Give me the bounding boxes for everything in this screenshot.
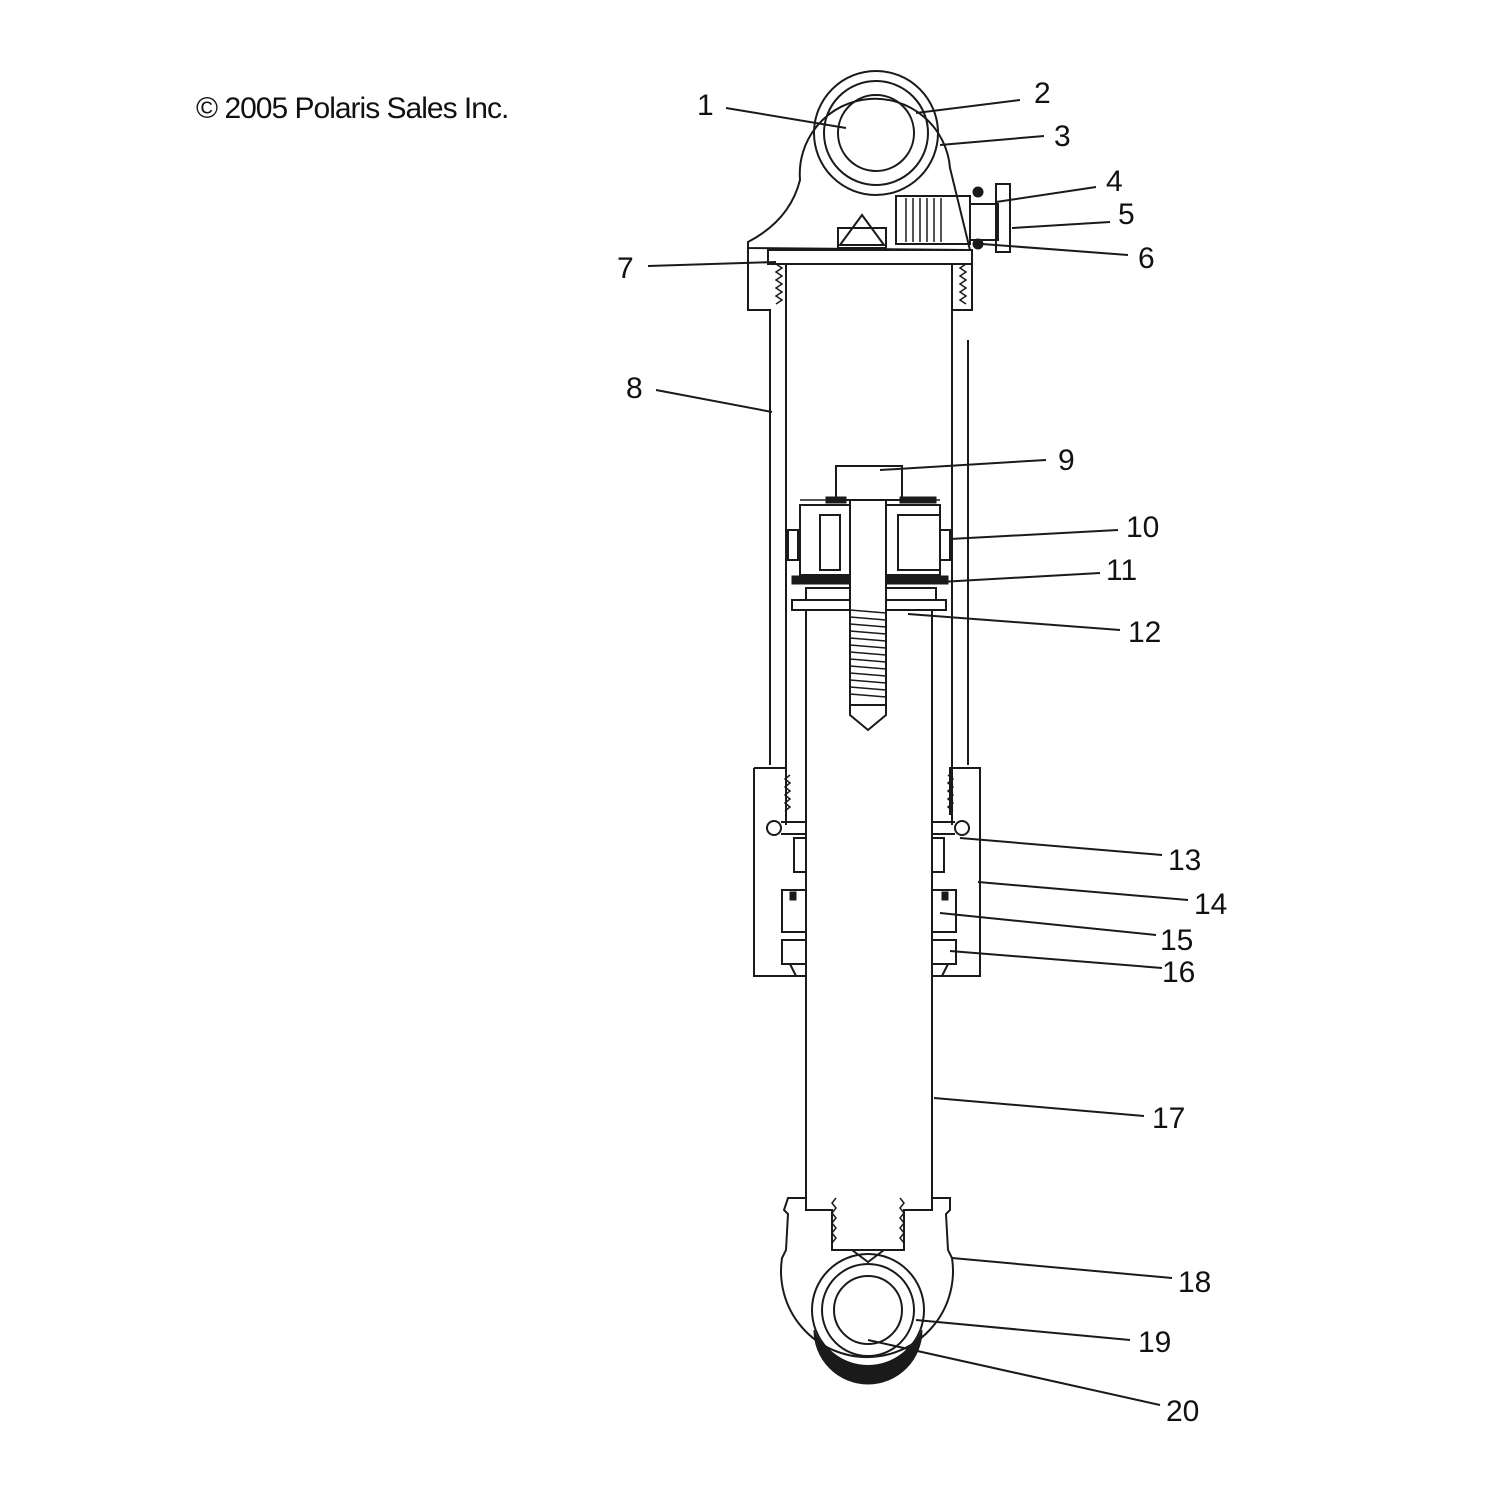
callout-11: 11 <box>1106 554 1137 587</box>
lower-eyelet <box>780 1197 954 1385</box>
callout-18: 18 <box>1178 1266 1211 1299</box>
callout-14: 14 <box>1194 888 1227 921</box>
callout-7: 7 <box>617 252 634 285</box>
callout-15: 15 <box>1160 924 1193 957</box>
piston-rod-bolt <box>849 499 887 732</box>
callout-9: 9 <box>1058 444 1075 477</box>
fill-valve <box>837 183 1011 253</box>
callout-20: 20 <box>1166 1395 1199 1428</box>
callout-5: 5 <box>1118 198 1135 231</box>
leader-lines <box>647 99 1189 1406</box>
callout-8: 8 <box>626 372 643 405</box>
callout-4: 4 <box>1106 165 1123 198</box>
callout-10: 10 <box>1126 511 1159 544</box>
callout-19: 19 <box>1138 1326 1171 1359</box>
callout-13: 13 <box>1168 844 1201 877</box>
callout-16: 16 <box>1162 956 1195 989</box>
callout-12: 12 <box>1128 616 1161 649</box>
callout-2: 2 <box>1034 77 1051 110</box>
callout-6: 6 <box>1138 242 1155 275</box>
body-tube <box>747 248 973 825</box>
cap-plate <box>767 249 973 265</box>
callout-1: 1 <box>697 89 714 122</box>
seal-head-housing <box>753 767 981 977</box>
upper-eyelet <box>747 70 972 252</box>
copyright-notice: © 2005 Polaris Sales Inc. <box>196 92 509 125</box>
callout-numbers: 1 2 3 4 5 6 7 8 9 10 11 12 13 14 15 16 1… <box>617 77 1227 1428</box>
callout-3: 3 <box>1054 120 1071 153</box>
callout-17: 17 <box>1152 1102 1185 1135</box>
